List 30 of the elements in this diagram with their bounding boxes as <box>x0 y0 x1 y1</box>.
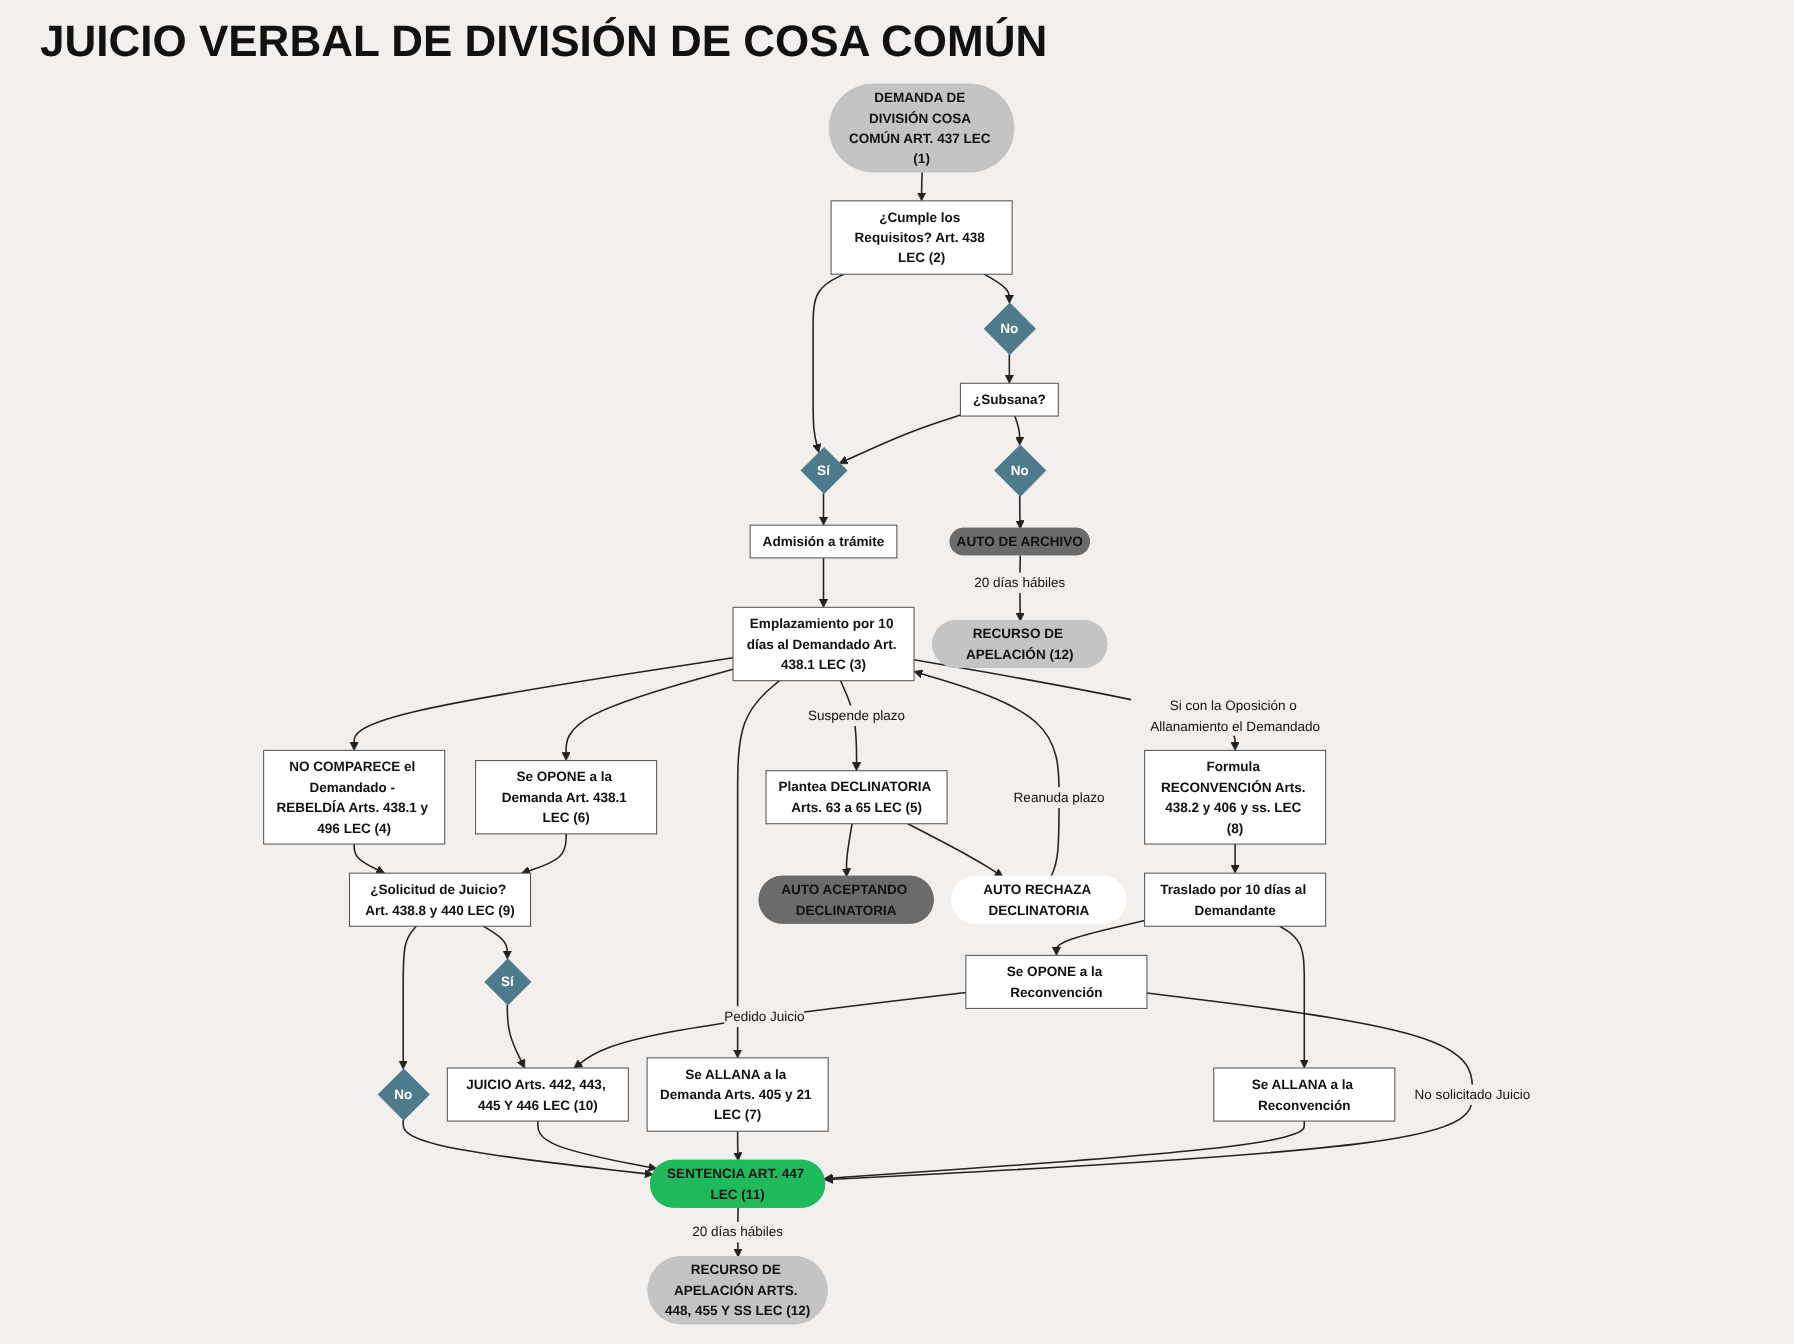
arrow <box>1015 495 1025 530</box>
arrow <box>402 1119 654 1179</box>
arrow <box>917 171 927 202</box>
arrow <box>733 679 781 1059</box>
arrow <box>733 1130 743 1162</box>
arrow <box>824 992 1474 1184</box>
arrow <box>482 925 512 960</box>
arrow <box>812 273 845 453</box>
arrow <box>913 669 1060 878</box>
arrow <box>573 991 967 1069</box>
arrow <box>818 557 829 608</box>
arrow <box>906 822 1004 878</box>
arrow <box>983 273 1014 304</box>
arrow <box>561 668 734 761</box>
arrow <box>506 1003 526 1069</box>
arrow <box>824 1120 1306 1183</box>
diagram-title: JUICIO VERBAL DE DIVISIÓN DE COSA COMÚN <box>40 16 1050 68</box>
arrow <box>1279 925 1309 1069</box>
arrow <box>537 1120 658 1172</box>
arrow <box>521 833 567 875</box>
arrow <box>1230 843 1240 874</box>
arrow <box>349 657 734 751</box>
arrow <box>398 925 418 1070</box>
arrow <box>838 414 962 465</box>
arrow <box>1004 353 1014 384</box>
arrow <box>353 843 385 874</box>
arrow <box>1014 415 1025 446</box>
arrow <box>818 492 829 526</box>
arrow <box>1051 919 1146 956</box>
arrow <box>841 822 853 878</box>
